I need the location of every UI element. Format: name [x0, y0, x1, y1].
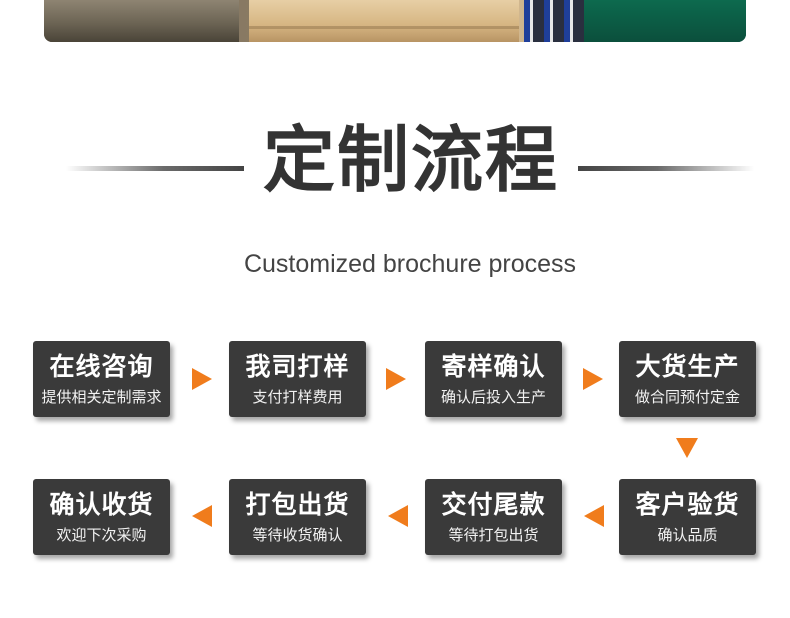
title-divider-left: [66, 166, 244, 171]
step-sampling: 我司打样 支付打样费用: [229, 341, 366, 417]
step-description: 提供相关定制需求: [41, 388, 162, 406]
page-title: 定制流程: [262, 118, 559, 202]
title-divider-right: [578, 166, 754, 171]
photo-shelf-rack: [524, 0, 584, 42]
step-description: 确认后投入生产: [440, 388, 546, 406]
step-title: 在线咨询: [49, 352, 154, 381]
arrow-down-icon: [676, 438, 698, 458]
arrow-left-icon: [388, 505, 408, 527]
arrow-right-icon: [583, 368, 603, 390]
step-description: 支付打样费用: [252, 388, 343, 406]
step-customer-inspection: 客户验货 确认品质: [619, 479, 756, 555]
photo-pallet-left: [44, 0, 239, 42]
step-description: 确认品质: [657, 526, 718, 544]
step-mass-production: 大货生产 做合同预付定金: [619, 341, 756, 417]
step-title: 寄样确认: [441, 352, 546, 381]
step-title: 交付尾款: [441, 490, 546, 519]
photo-floor: [584, 0, 746, 42]
step-description: 等待打包出货: [448, 526, 539, 544]
step-confirm-receipt: 确认收货 欢迎下次采购: [33, 479, 170, 555]
arrow-left-icon: [192, 505, 212, 527]
step-online-consult: 在线咨询 提供相关定制需求: [33, 341, 170, 417]
step-description: 欢迎下次采购: [56, 526, 147, 544]
step-title: 打包出货: [245, 490, 350, 519]
warehouse-photo: [44, 0, 746, 42]
arrow-left-icon: [584, 505, 604, 527]
arrow-right-icon: [386, 368, 406, 390]
photo-carton-stack: [249, 0, 519, 42]
arrow-right-icon: [192, 368, 212, 390]
step-title: 客户验货: [635, 490, 740, 519]
step-title: 确认收货: [49, 490, 154, 519]
step-title: 大货生产: [635, 352, 740, 381]
section-title: 定制流程: [0, 118, 790, 202]
step-description: 做合同预付定金: [634, 388, 740, 406]
step-sample-confirm: 寄样确认 确认后投入生产: [425, 341, 562, 417]
step-final-payment: 交付尾款 等待打包出货: [425, 479, 562, 555]
step-description: 等待收货确认: [252, 526, 343, 544]
page-subtitle: Customized brochure process: [243, 250, 577, 278]
step-packing-shipping: 打包出货 等待收货确认: [229, 479, 366, 555]
step-title: 我司打样: [245, 352, 350, 381]
